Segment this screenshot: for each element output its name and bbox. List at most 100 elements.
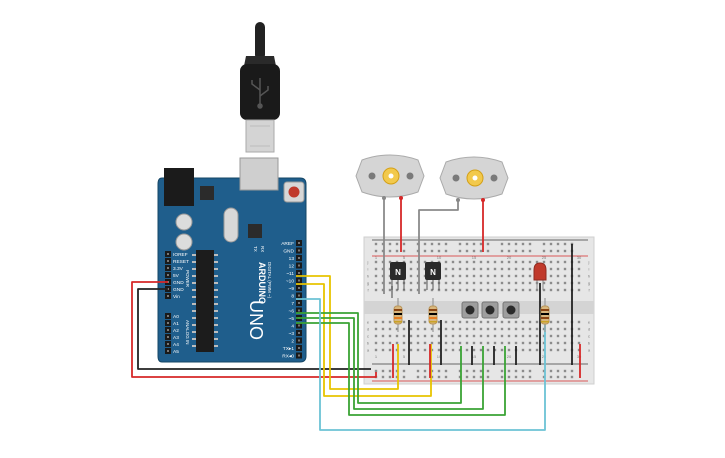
breadboard-hole[interactable] xyxy=(479,288,483,292)
breadboard-rail-hole[interactable] xyxy=(465,242,469,246)
breadboard-hole[interactable] xyxy=(521,320,525,324)
breadboard-rail-hole[interactable] xyxy=(542,249,546,253)
breadboard-hole[interactable] xyxy=(437,348,441,352)
breadboard-hole[interactable] xyxy=(381,288,385,292)
breadboard-hole[interactable] xyxy=(479,334,483,338)
breadboard-rail-hole[interactable] xyxy=(458,242,462,246)
breadboard-hole[interactable] xyxy=(409,288,413,292)
breadboard-rail-hole[interactable] xyxy=(521,369,525,373)
breadboard-hole[interactable] xyxy=(521,341,525,345)
breadboard-hole[interactable] xyxy=(458,341,462,345)
breadboard-hole[interactable] xyxy=(402,348,406,352)
breadboard-hole[interactable] xyxy=(416,288,420,292)
breadboard-rail-hole[interactable] xyxy=(388,249,392,253)
breadboard-hole[interactable] xyxy=(507,260,511,264)
breadboard-rail-hole[interactable] xyxy=(388,242,392,246)
breadboard-rail-hole[interactable] xyxy=(570,369,574,373)
breadboard-hole[interactable] xyxy=(535,334,539,338)
breadboard-rail-hole[interactable] xyxy=(521,375,525,379)
breadboard-hole[interactable] xyxy=(528,334,532,338)
breadboard-rail-hole[interactable] xyxy=(416,369,420,373)
breadboard-rail-hole[interactable] xyxy=(500,242,504,246)
breadboard-hole[interactable] xyxy=(472,348,476,352)
breadboard-hole[interactable] xyxy=(500,281,504,285)
wire-motor2-gray[interactable] xyxy=(418,200,459,294)
breadboard-hole[interactable] xyxy=(388,320,392,324)
breadboard-hole[interactable] xyxy=(479,341,483,345)
breadboard-hole[interactable] xyxy=(528,327,532,331)
breadboard-hole[interactable] xyxy=(493,334,497,338)
breadboard-hole[interactable] xyxy=(374,274,378,278)
breadboard-hole[interactable] xyxy=(395,341,399,345)
breadboard-hole[interactable] xyxy=(486,320,490,324)
breadboard-hole[interactable] xyxy=(472,260,476,264)
breadboard-rail-hole[interactable] xyxy=(500,249,504,253)
breadboard-hole[interactable] xyxy=(423,260,427,264)
breadboard-hole[interactable] xyxy=(479,281,483,285)
breadboard-hole[interactable] xyxy=(416,281,420,285)
breadboard-hole[interactable] xyxy=(388,288,392,292)
breadboard-hole[interactable] xyxy=(542,288,546,292)
breadboard-rail-hole[interactable] xyxy=(458,249,462,253)
breadboard-hole[interactable] xyxy=(423,320,427,324)
breadboard-rail-hole[interactable] xyxy=(444,242,448,246)
breadboard-rail-hole[interactable] xyxy=(423,249,427,253)
breadboard-hole[interactable] xyxy=(514,274,518,278)
breadboard-hole[interactable] xyxy=(416,334,420,338)
breadboard-hole[interactable] xyxy=(486,281,490,285)
breadboard-hole[interactable] xyxy=(549,281,553,285)
breadboard-hole[interactable] xyxy=(437,327,441,331)
breadboard-hole[interactable] xyxy=(556,320,560,324)
npn-transistor-2[interactable]: N xyxy=(425,262,441,290)
breadboard-hole[interactable] xyxy=(395,281,399,285)
breadboard-hole[interactable] xyxy=(381,260,385,264)
breadboard-rail-hole[interactable] xyxy=(486,369,490,373)
breadboard-hole[interactable] xyxy=(381,267,385,271)
breadboard-hole[interactable] xyxy=(374,348,378,352)
breadboard-hole[interactable] xyxy=(409,260,413,264)
breadboard-hole[interactable] xyxy=(493,274,497,278)
breadboard-hole[interactable] xyxy=(472,267,476,271)
breadboard-hole[interactable] xyxy=(423,334,427,338)
breadboard-rail-hole[interactable] xyxy=(528,375,532,379)
breadboard-hole[interactable] xyxy=(549,274,553,278)
breadboard-rail-hole[interactable] xyxy=(402,375,406,379)
breadboard-hole[interactable] xyxy=(521,281,525,285)
breadboard-hole[interactable] xyxy=(465,327,469,331)
breadboard-hole[interactable] xyxy=(535,341,539,345)
wire-black-gnd[interactable] xyxy=(137,288,371,370)
breadboard-hole[interactable] xyxy=(423,288,427,292)
breadboard-rail-hole[interactable] xyxy=(507,375,511,379)
breadboard-hole[interactable] xyxy=(430,334,434,338)
breadboard-hole[interactable] xyxy=(381,320,385,324)
breadboard-rail-hole[interactable] xyxy=(402,369,406,373)
breadboard-hole[interactable] xyxy=(395,334,399,338)
breadboard-hole[interactable] xyxy=(542,334,546,338)
breadboard-rail-hole[interactable] xyxy=(416,375,420,379)
breadboard-rail-hole[interactable] xyxy=(563,375,567,379)
breadboard-hole[interactable] xyxy=(430,327,434,331)
breadboard-hole[interactable] xyxy=(500,320,504,324)
breadboard-rail-hole[interactable] xyxy=(465,375,469,379)
breadboard-hole[interactable] xyxy=(444,274,448,278)
pushbutton-1[interactable] xyxy=(461,301,479,319)
breadboard-hole[interactable] xyxy=(493,341,497,345)
dc-motor-1[interactable] xyxy=(355,154,425,200)
breadboard-rail-hole[interactable] xyxy=(500,369,504,373)
breadboard-rail-hole[interactable] xyxy=(381,375,385,379)
breadboard-rail-hole[interactable] xyxy=(563,242,567,246)
breadboard-rail-hole[interactable] xyxy=(556,369,560,373)
breadboard-hole[interactable] xyxy=(556,288,560,292)
breadboard-hole[interactable] xyxy=(472,334,476,338)
breadboard-hole[interactable] xyxy=(514,260,518,264)
breadboard-hole[interactable] xyxy=(465,341,469,345)
breadboard-hole[interactable] xyxy=(458,334,462,338)
breadboard-rail-hole[interactable] xyxy=(556,375,560,379)
breadboard-hole[interactable] xyxy=(556,334,560,338)
red-led[interactable] xyxy=(533,262,547,290)
breadboard-rail-hole[interactable] xyxy=(402,242,406,246)
breadboard-hole[interactable] xyxy=(535,320,539,324)
breadboard-rail-hole[interactable] xyxy=(507,242,511,246)
breadboard-hole[interactable] xyxy=(388,281,392,285)
pushbutton-2[interactable] xyxy=(481,301,499,319)
